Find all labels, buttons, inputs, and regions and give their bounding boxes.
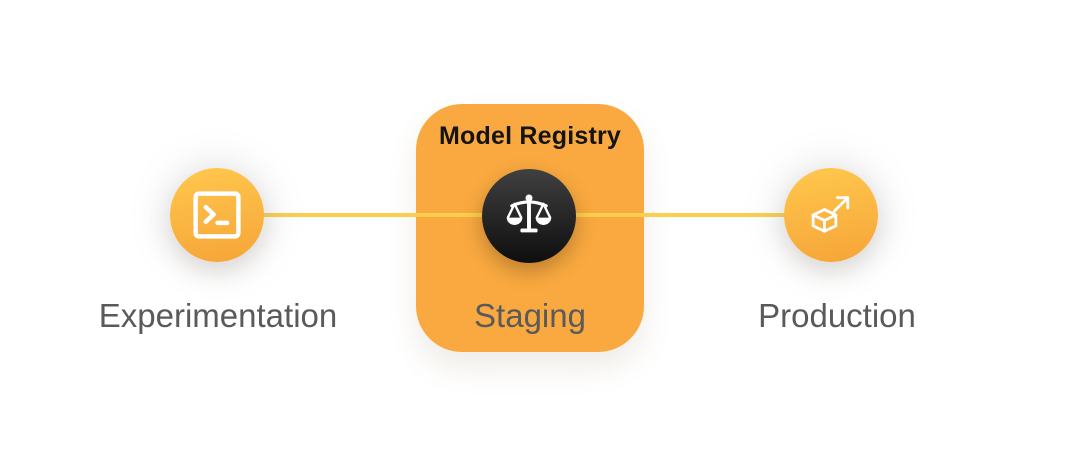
experimentation-node — [170, 168, 264, 262]
model-registry-title: Model Registry — [439, 122, 621, 150]
terminal-icon — [193, 191, 241, 239]
staging-node — [482, 169, 576, 263]
cube-arrow-icon — [811, 196, 850, 233]
balance-scale-icon — [506, 194, 552, 233]
production-node — [784, 168, 878, 262]
stage-label-staging: Staging — [474, 297, 586, 334]
stage-label-production: Production — [758, 297, 916, 334]
stage-label-experimentation: Experimentation — [98, 297, 338, 334]
